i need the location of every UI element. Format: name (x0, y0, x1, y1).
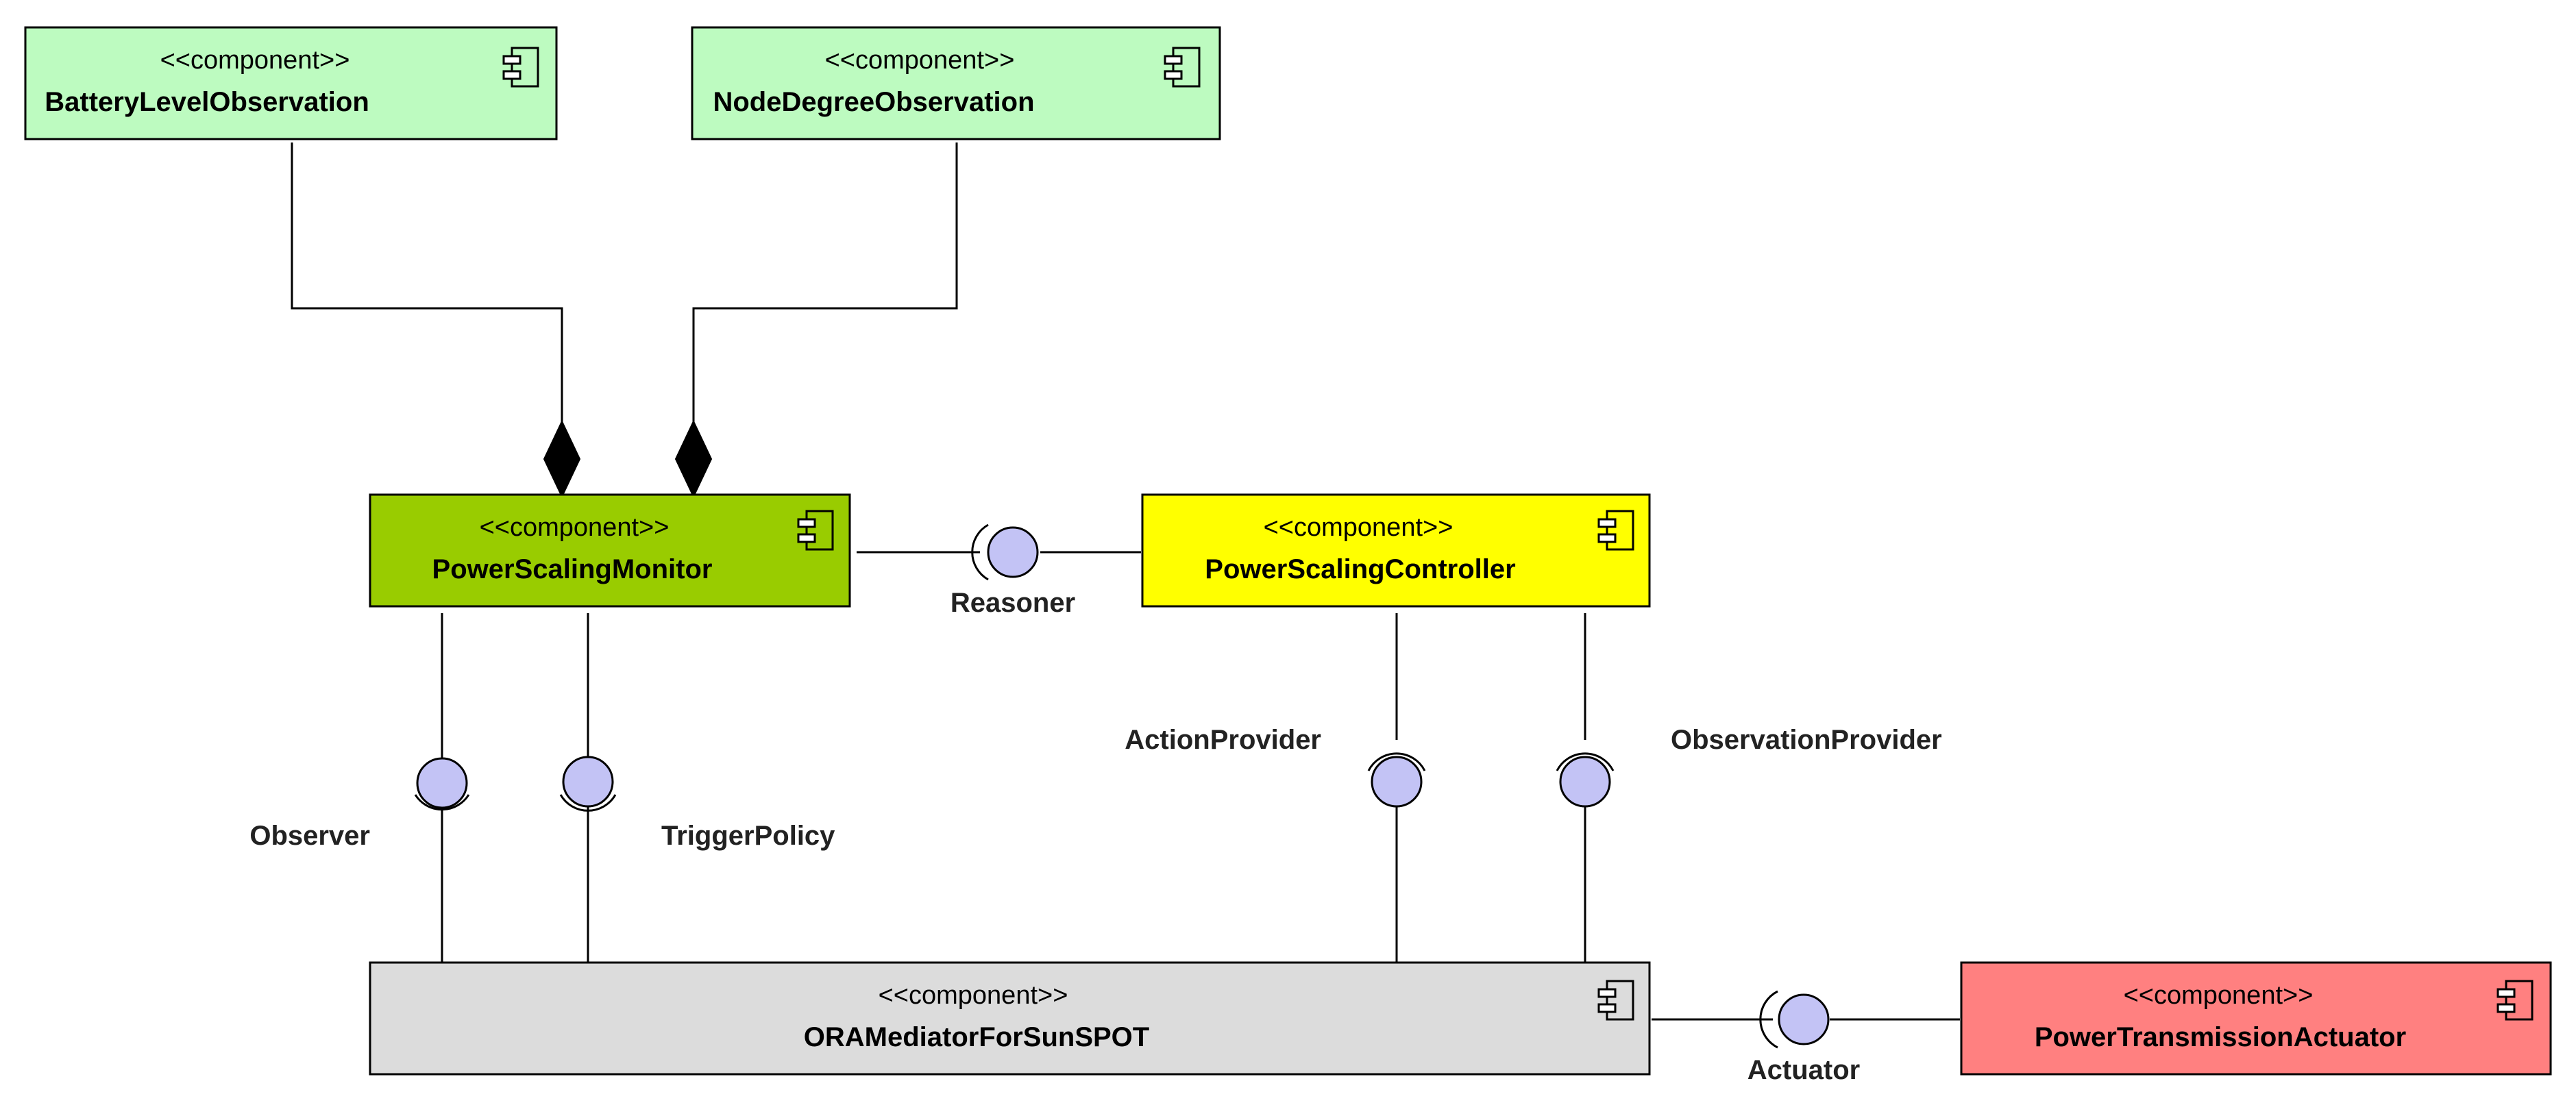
component-icon (1597, 510, 1634, 551)
stereotype-label: <<component>> (825, 46, 1015, 75)
component-box (1141, 493, 1651, 608)
interface-label-action-provider: ActionProvider (1125, 725, 1321, 755)
component-name: PowerTransmissionActuator (2035, 1022, 2406, 1052)
interface-label-trigger-policy: TriggerPolicy (661, 821, 835, 851)
component-box (1960, 961, 2552, 1076)
component-box (24, 26, 558, 140)
lollipop-ball (987, 526, 1039, 578)
component-icon (797, 510, 834, 551)
interface-action-provider[interactable]: ActionProvider (1125, 613, 1426, 963)
interface-label-observer: Observer (249, 821, 370, 851)
interface-trigger-policy[interactable]: TriggerPolicy (559, 613, 835, 963)
component-icon (502, 47, 539, 88)
component-name: PowerScalingController (1205, 554, 1515, 584)
component-icon (2497, 980, 2534, 1021)
interface-label-observation-provider: ObservationProvider (1671, 725, 1942, 755)
component-box (369, 493, 851, 608)
stereotype-label: <<component>> (160, 46, 350, 75)
interface-label-reasoner: Reasoner (950, 588, 1075, 618)
composition-diamond (543, 419, 581, 499)
composition-battery-monitor[interactable] (291, 142, 581, 499)
component-name: ORAMediatorForSunSPOT (804, 1022, 1149, 1052)
component-power-scaling-controller[interactable]: <<component>> PowerScalingController (1141, 493, 1651, 608)
interface-observation-provider[interactable]: ObservationProvider (1556, 613, 1942, 963)
stereotype-label: <<component>> (480, 513, 670, 542)
component-name: BatteryLevelObservation (45, 87, 369, 117)
composition-diamond (674, 419, 713, 499)
component-name: NodeDegreeObservation (713, 87, 1034, 117)
component-ora-mediator[interactable]: <<component>> ORAMediatorForSunSPOT (369, 961, 1651, 1076)
lollipop-ball (1371, 756, 1423, 808)
lollipop-ball (1559, 756, 1611, 808)
lollipop-ball (562, 756, 614, 808)
interface-actuator[interactable]: Actuator (1652, 990, 1960, 1085)
lollipop-ball (416, 757, 468, 809)
interface-label-actuator: Actuator (1747, 1055, 1860, 1085)
component-icon (1597, 980, 1634, 1021)
interface-reasoner[interactable]: Reasoner (857, 523, 1141, 618)
composition-nodedegree-monitor[interactable] (674, 142, 958, 499)
stereotype-label: <<component>> (879, 981, 1068, 1010)
component-name: PowerScalingMonitor (432, 554, 713, 584)
component-box (369, 961, 1651, 1076)
stereotype-label: <<component>> (1264, 513, 1453, 542)
component-node-degree-observation[interactable]: <<component>> NodeDegreeObservation (691, 26, 1221, 140)
stereotype-label: <<component>> (2124, 981, 2314, 1010)
component-power-transmission-actuator[interactable]: <<component>> PowerTransmissionActuator (1960, 961, 2552, 1076)
component-box (691, 26, 1221, 140)
component-battery-level-observation[interactable]: <<component>> BatteryLevelObservation (24, 26, 558, 140)
lollipop-ball (1778, 993, 1830, 1045)
component-icon (1164, 47, 1201, 88)
component-power-scaling-monitor[interactable]: <<component>> PowerScalingMonitor (369, 493, 851, 608)
interface-observer[interactable]: Observer (249, 613, 470, 963)
